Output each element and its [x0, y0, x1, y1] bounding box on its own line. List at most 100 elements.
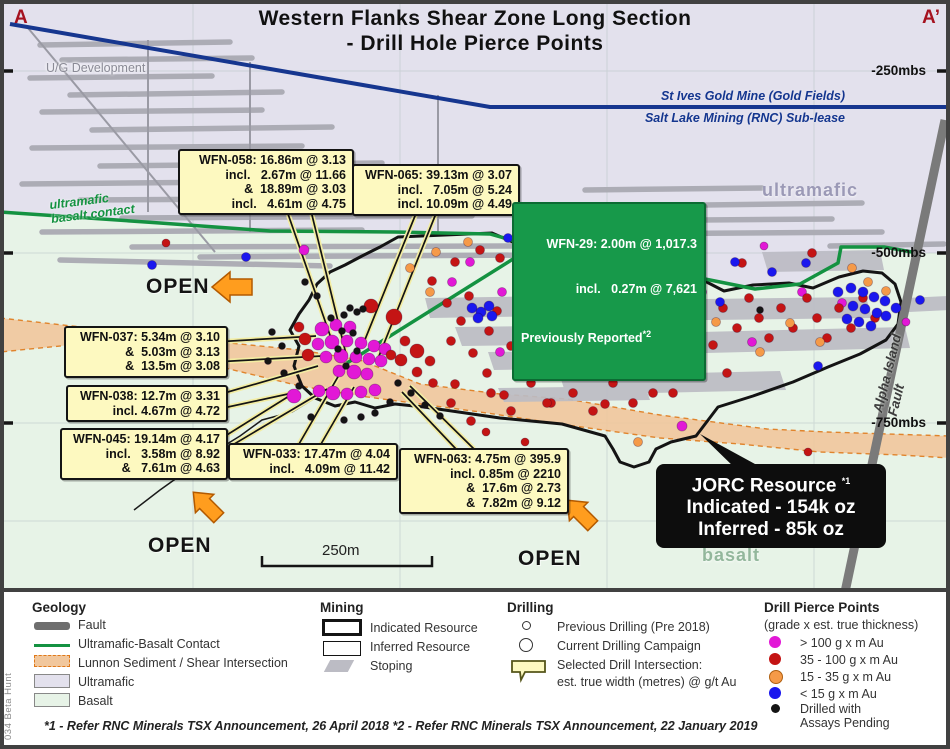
pierce-point — [446, 398, 456, 408]
pierce-point — [834, 303, 844, 313]
pierce-point — [865, 320, 877, 332]
pierce-point — [747, 337, 757, 347]
lunnon-swatch — [34, 655, 70, 667]
pierce-point — [286, 388, 302, 404]
indicated-swatch — [322, 619, 362, 636]
pierce-point — [278, 342, 286, 350]
pierce-point — [468, 348, 478, 358]
pierce-point — [346, 304, 354, 312]
pierce-point — [881, 286, 891, 296]
pierce-point — [354, 336, 368, 350]
pierce-point — [542, 398, 552, 408]
pierce-dot-black — [771, 704, 780, 713]
pierce-point — [732, 323, 742, 333]
legend-item-gt100: > 100 g x m Au — [800, 636, 884, 650]
callout-wfn063: WFN-063: 4.75m @ 395.9 incl. 0.85m @ 221… — [399, 448, 569, 514]
basalt-region-label: basalt — [702, 545, 761, 565]
pierce-point — [465, 257, 475, 267]
pierce-point — [313, 292, 321, 300]
legend-item-assays-pending: Drilled with Assays Pending — [800, 702, 890, 730]
wfn29-footnote-ref: *2 — [642, 329, 652, 339]
pierce-point — [340, 334, 354, 348]
pierce-point — [450, 257, 460, 267]
pierce-point — [755, 347, 765, 357]
st-ives-label: St Ives Gold Mine (Gold Fields) — [660, 89, 845, 103]
pierce-point — [803, 447, 813, 457]
fault-swatch — [34, 622, 70, 630]
pierce-point — [342, 362, 350, 370]
depth-label-500: -500mbs — [871, 245, 926, 260]
jorc-footnote-ref: *1 — [841, 476, 851, 486]
jorc-inferred: Inferred - 85k oz — [698, 519, 844, 541]
pierce-point — [325, 385, 341, 401]
open-label-south: OPEN — [518, 547, 582, 570]
pierce-point — [360, 367, 374, 381]
salt-lake-label: Salt Lake Mining (RNC) Sub-lease — [644, 111, 845, 125]
pierce-point — [385, 349, 397, 361]
jorc-title: JORC Resource *1 — [691, 475, 851, 497]
pierce-point — [327, 314, 335, 322]
pierce-point — [715, 297, 725, 307]
legend-item-basalt: Basalt — [78, 694, 113, 708]
legend-item-current-drilling: Current Drilling Campaign — [557, 639, 701, 653]
pierce-point — [785, 318, 795, 328]
pierce-point — [857, 286, 869, 298]
pierce-point — [776, 303, 786, 313]
previous-drilling-symbol — [522, 621, 531, 630]
legend-pierce-subtitle: (grade x est. true thickness) — [764, 618, 919, 632]
pierce-point — [334, 345, 342, 353]
sublease-boundary-line — [9, 22, 950, 109]
pierce-point — [399, 335, 411, 347]
legend-item-lunnon: Lunnon Sediment / Shear Intersection — [78, 656, 288, 670]
map-legend-divider — [0, 588, 950, 592]
pierce-point — [633, 437, 643, 447]
pierce-point — [466, 416, 476, 426]
pierce-point — [298, 332, 312, 346]
pierce-point — [484, 326, 494, 336]
title-line-2: - Drill Hole Pierce Points — [346, 32, 604, 55]
current-drilling-symbol — [519, 638, 533, 652]
pierce-point — [346, 364, 362, 380]
pierce-point — [588, 406, 598, 416]
pierce-point — [756, 306, 764, 314]
depth-label-250: -250mbs — [871, 63, 926, 78]
pierce-point — [802, 293, 812, 303]
legend-item-fault: Fault — [78, 618, 106, 632]
pierce-point — [340, 416, 348, 424]
stoping-swatch — [323, 660, 355, 672]
pierce-point — [280, 369, 288, 377]
pierce-dot-magenta — [769, 636, 781, 648]
pierce-point — [367, 339, 381, 353]
pierce-point — [407, 389, 415, 397]
pierce-point — [822, 333, 832, 343]
pierce-point — [386, 398, 394, 406]
pierce-point — [405, 263, 415, 273]
pierce-point — [815, 337, 825, 347]
pierce-point — [357, 413, 365, 421]
legend-drilling-title: Drilling — [507, 600, 554, 615]
pierce-point — [447, 277, 457, 287]
section-label-a: A — [14, 7, 28, 28]
pierce-point — [311, 337, 325, 351]
pierce-point — [472, 312, 484, 324]
ultramafic-region-label: ultramafic — [762, 180, 859, 200]
pierce-point — [832, 286, 844, 298]
pierce-dot-blue — [769, 687, 781, 699]
legend-item-15-35: 15 - 35 g x m Au — [800, 670, 892, 684]
pierce-point — [324, 334, 340, 350]
pierce-point — [340, 311, 348, 319]
contact-swatch — [34, 644, 70, 647]
pierce-point — [871, 307, 883, 319]
callout-wfn058: WFN-058: 16.86m @ 3.13 incl. 2.67m @ 11.… — [178, 149, 354, 215]
legend-item-selected-2: est. true width (metres) @ g/t Au — [557, 675, 737, 689]
pierce-point — [456, 316, 466, 326]
pierce-point — [813, 361, 823, 371]
pierce-point — [463, 237, 473, 247]
pierce-point — [486, 310, 498, 322]
pierce-point — [846, 323, 856, 333]
scale-bar-label: 250m — [322, 542, 360, 559]
pierce-point — [340, 387, 354, 401]
legend-mining-title: Mining — [320, 600, 364, 615]
pierce-point — [722, 368, 732, 378]
pierce-point — [628, 398, 638, 408]
